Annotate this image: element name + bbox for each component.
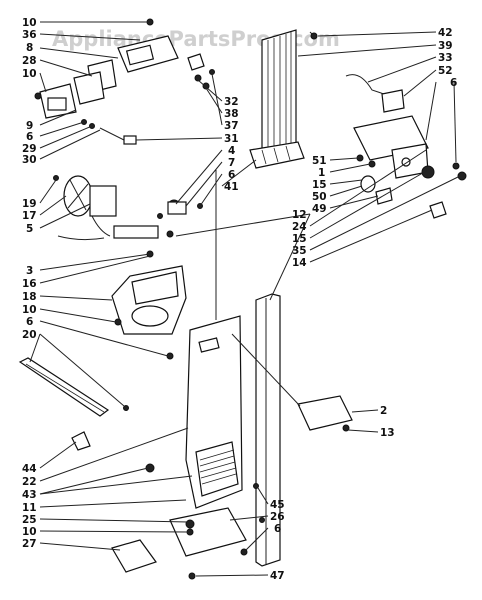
screw [53, 175, 59, 181]
part-label: 52 [438, 65, 453, 77]
part-label: 15 [312, 179, 327, 191]
part-label: 6 [228, 169, 235, 181]
screw [188, 572, 196, 580]
part-label: 6 [450, 77, 457, 89]
part-label: 39 [438, 40, 453, 52]
bracket [187, 53, 205, 71]
screw [34, 92, 42, 100]
screw [253, 483, 259, 489]
part-label: 8 [26, 42, 33, 54]
small-bracket [167, 201, 187, 215]
watermark: AppliancePartsPros.com [52, 27, 340, 51]
part-label: 49 [312, 203, 327, 215]
connector [123, 135, 137, 145]
part-label: 19 [22, 198, 37, 210]
part-label: 30 [22, 154, 37, 166]
right-bracket-assembly [345, 74, 429, 179]
screw [259, 517, 265, 523]
screw [342, 424, 350, 432]
part-label: 9 [26, 120, 33, 132]
grommet [421, 165, 435, 179]
socket [375, 187, 393, 205]
evaporator-fins [261, 29, 297, 161]
screw [209, 69, 215, 75]
part-label: 17 [22, 210, 37, 222]
screw [310, 32, 318, 40]
part-label: 13 [380, 427, 395, 439]
channel [255, 293, 281, 567]
control-box [297, 395, 353, 431]
bracket-27 [111, 539, 157, 573]
part-label: 44 [22, 463, 37, 475]
part-label: 47 [270, 570, 285, 582]
part-label: 12 [292, 209, 307, 221]
part-label: 35 [292, 245, 307, 257]
part-label: 43 [22, 489, 37, 501]
part-label: 4 [228, 145, 235, 157]
part-label: 10 [22, 17, 37, 29]
part-label: 6 [26, 131, 33, 143]
wire [99, 127, 125, 141]
part-label: 51 [312, 155, 327, 167]
duct-piece [249, 141, 305, 169]
evaporator-cover [185, 315, 243, 509]
part-label: 25 [22, 514, 37, 526]
part-label: 16 [22, 278, 37, 290]
screw [123, 405, 129, 411]
bulb [360, 175, 376, 193]
clip [71, 431, 91, 451]
screw [240, 548, 248, 556]
part-label: 1 [318, 167, 325, 179]
screw [166, 230, 174, 238]
part-label: 7 [228, 157, 235, 169]
part-label: 10 [22, 526, 37, 538]
part-label: 45 [270, 499, 285, 511]
part-label: 6 [26, 316, 33, 328]
part-label: 10 [22, 304, 37, 316]
part-label: 3 [26, 265, 33, 277]
screw [157, 213, 163, 219]
clip-14 [429, 201, 447, 219]
part-label: 20 [22, 329, 37, 341]
part-label: 42 [438, 27, 453, 39]
part-label: 24 [292, 221, 307, 233]
part-label: 27 [22, 538, 37, 550]
part-label: 50 [312, 191, 327, 203]
fan-motor [57, 175, 159, 241]
fan-shroud [111, 265, 187, 335]
part-labels: 10 36 8 28 10 9 6 29 30 19 17 5 3 16 18 … [22, 17, 457, 582]
part-label: 37 [224, 120, 239, 132]
part-label: 5 [26, 223, 33, 235]
part-label: 31 [224, 133, 239, 145]
part-label: 18 [22, 291, 37, 303]
screw [202, 82, 210, 90]
part-label: 36 [22, 29, 37, 41]
part-label: 6 [274, 523, 281, 535]
part-label: 32 [224, 96, 239, 108]
part-label: 28 [22, 55, 37, 67]
leader-lines [29, 21, 461, 577]
screw [194, 74, 202, 82]
part-label: 11 [22, 502, 37, 514]
grommet [457, 171, 467, 181]
part-label: 22 [22, 476, 37, 488]
part-label: 41 [224, 181, 239, 193]
part-label: 38 [224, 108, 239, 120]
part-label: 2 [380, 405, 387, 417]
part-label: 10 [22, 68, 37, 80]
damper-housing [39, 35, 179, 119]
part-label: 29 [22, 143, 37, 155]
part-label: 14 [292, 257, 307, 269]
nut [185, 519, 195, 529]
part-label: 26 [270, 511, 285, 523]
screw [452, 162, 460, 170]
part-label: 15 [292, 233, 307, 245]
part-label: 33 [438, 52, 453, 64]
